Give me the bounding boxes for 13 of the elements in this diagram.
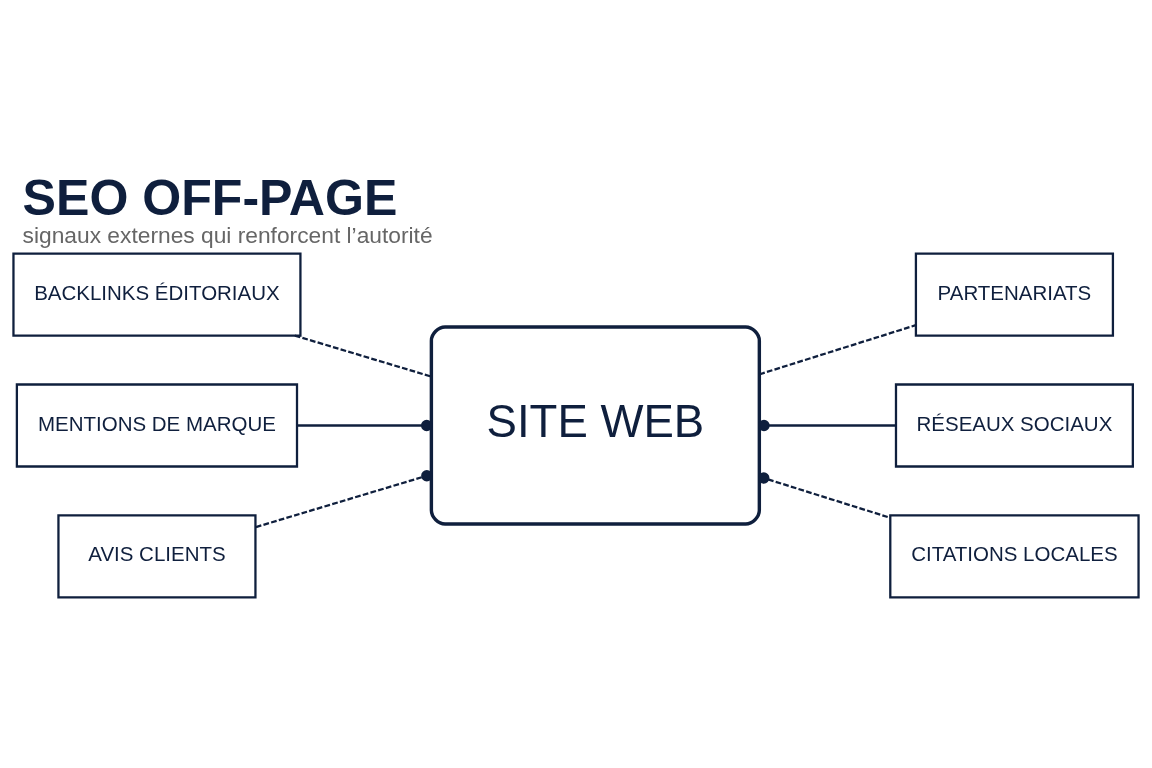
- node-box: SITE WEB: [429, 324, 762, 526]
- connector: [255, 469, 433, 528]
- node-box: RÉSEAUX SOCIAUX: [894, 382, 1134, 468]
- node-box: MENTIONS DE MARQUE: [15, 382, 299, 468]
- node-box: CITATIONS LOCALES: [889, 513, 1140, 599]
- connector: [758, 419, 896, 431]
- node-box: BACKLINKS ÉDITORIAUX: [12, 251, 302, 337]
- node-box: PARTENARIATS: [914, 251, 1115, 337]
- node-box: AVIS CLIENTS: [57, 513, 257, 599]
- connector: [297, 419, 433, 431]
- connector: [294, 334, 432, 378]
- connector: [758, 471, 891, 519]
- connector: [759, 323, 917, 375]
